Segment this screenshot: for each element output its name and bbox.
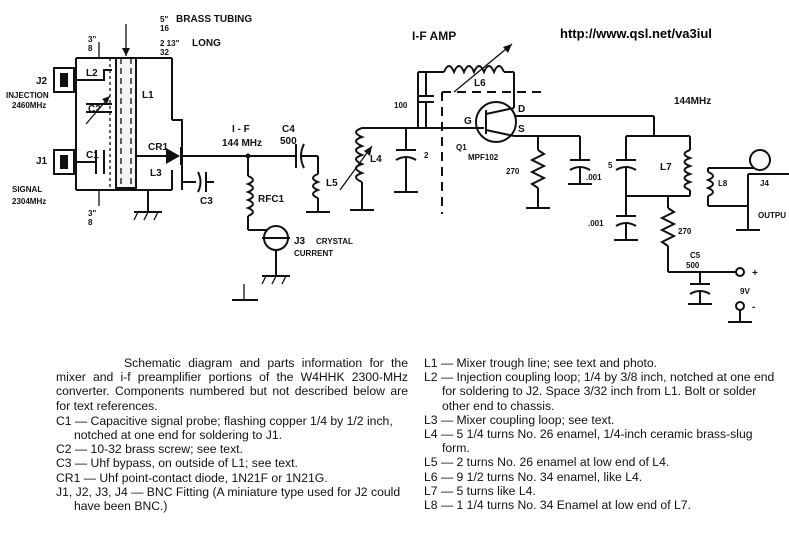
if-amp-title: I-F AMP: [412, 29, 456, 43]
if-mhz-label: 144 MHz: [222, 138, 262, 149]
part-l8: L8 — 1 1/4 turns No. 34 Enamel at low en…: [424, 498, 691, 513]
capacitor-c5: [688, 272, 712, 305]
part-c2: C2 — 10-32 brass screw; see text.: [56, 442, 243, 457]
drain-label: D: [518, 104, 525, 115]
brass-tubing-text: BRASS TUBING: [176, 14, 252, 25]
c3-label: C3: [200, 196, 213, 207]
injection-label: INJECTION: [6, 91, 49, 100]
j3-label: J3: [294, 236, 306, 247]
dim-bottom-label: 3"8: [88, 209, 96, 227]
part-l2: L2 — Injection coupling loop; 1/4 by 3/8…: [424, 370, 775, 413]
rfc1-label: RFC1: [258, 194, 285, 205]
cap-001-source-label: .001: [586, 173, 602, 182]
part-c3: C3 — Uhf bypass, on outside of L1; see t…: [56, 456, 298, 471]
j4-label: J4: [760, 179, 769, 188]
crystal-label: CRYSTAL: [316, 237, 353, 246]
resistor-270-source: [526, 135, 580, 209]
caption-intro: Schematic diagram and parts information …: [56, 356, 408, 413]
mhz-144-label: 144MHz: [674, 96, 711, 107]
brass-tubing-fraction: 5"16: [160, 15, 169, 33]
current-label: CURRENT: [294, 249, 333, 258]
dim-top-label: 3"8: [88, 35, 96, 53]
c4-value-label: 500: [280, 136, 297, 147]
j2-label: J2: [36, 76, 48, 87]
source-label: S: [518, 124, 525, 135]
caption-left-column: Schematic diagram and parts information …: [56, 356, 408, 513]
capacitor-c4: [295, 143, 319, 174]
source-url: http://www.qsl.net/va3iul: [560, 26, 712, 41]
connector-j2: [53, 67, 96, 93]
c2-label: C2: [88, 104, 101, 115]
jack-j3: [232, 225, 290, 301]
r270-drain-label: 270: [678, 227, 692, 236]
plus-label: +: [752, 268, 758, 279]
output-label: OUTPU: [758, 211, 786, 220]
caption-right-column: L1 — Mixer trough line; see text and pho…: [424, 356, 779, 512]
capacitor-c2: [85, 95, 112, 125]
ground-cavity: [133, 190, 162, 221]
l7-label: L7: [660, 162, 672, 173]
part-l4: L4 — 5 1/4 turns No. 26 enamel, 1/4-inch…: [424, 427, 753, 456]
coil-l7: [683, 136, 693, 196]
l8-label: L8: [718, 179, 728, 188]
if-small-label: I - F: [232, 124, 250, 135]
q1-label: Q1: [456, 143, 467, 152]
coil-l5: [306, 173, 330, 213]
j1-label: J1: [36, 156, 48, 167]
cap-100-label: 100: [394, 101, 408, 110]
l4-label: L4: [370, 154, 382, 165]
l6-label: L6: [474, 78, 486, 89]
part-l5: L5 — 2 turns No. 26 enamel at low end of…: [424, 455, 670, 470]
part-c1: C1 — Capacitive signal probe; flashing c…: [56, 413, 393, 443]
signal-label: SIGNAL: [12, 185, 42, 194]
l1-label: L1: [142, 90, 154, 101]
part-l1: L1 — Mixer trough line; see text and pho…: [424, 356, 658, 370]
capacitor-100pf: [418, 72, 434, 128]
coil-l6: [417, 43, 515, 128]
part-l6: L6 — 9 1/2 turns No. 34 enamel, like L4.: [424, 469, 643, 484]
cap-5-label: 5: [608, 161, 613, 170]
l5-label: L5: [326, 178, 338, 189]
c5-label: C5: [690, 251, 701, 260]
c1-label: C1: [86, 150, 99, 161]
injection-freq-label: 2460MHz: [12, 101, 46, 110]
schematic-diagram: 5"16 BRASS TUBING 2 13"32 LONG 3"8 3"8 J…: [6, 14, 789, 323]
supply-terminal-minus: [728, 301, 752, 323]
resistor-270-drain: [659, 196, 745, 277]
capacitor-001-drain: [614, 196, 638, 241]
signal-freq-label: 2304MHz: [12, 197, 46, 206]
connector-j4: [736, 149, 789, 231]
c4-label: C4: [282, 124, 295, 135]
brass-tubing-length: 2 13"32: [160, 39, 180, 57]
brass-tubing-long: LONG: [192, 38, 221, 49]
part-j1-j4: J1, J2, J3, J4 — BNC Fitting (A miniatur…: [56, 484, 401, 514]
l2-label: L2: [86, 68, 98, 79]
l3-label: L3: [150, 168, 162, 179]
r270-source-label: 270: [506, 167, 520, 176]
part-l3: L3 — Mixer coupling loop; see text.: [424, 412, 615, 427]
c5-value-label: 500: [686, 261, 700, 270]
mpf102-label: MPF102: [468, 153, 499, 162]
transistor-q1: [418, 101, 654, 143]
coil-l4: [339, 127, 418, 211]
gate-label: G: [464, 116, 472, 127]
capacitor-001-source: [568, 136, 592, 185]
capacitor-5pf: [615, 136, 690, 197]
choke-rfc1: [245, 156, 270, 231]
trough-line-l1: [109, 57, 137, 189]
cap-2-label: 2: [424, 151, 429, 160]
part-l7: L7 — 5 turns like L4.: [424, 483, 536, 498]
part-cr1: CR1 — Uhf point-contact diode, 1N21F or …: [56, 470, 328, 485]
nine-volt-label: 9V: [740, 287, 750, 296]
cap-001-drain-label: .001: [588, 219, 604, 228]
capacitor-2pf: [394, 128, 418, 193]
capacitor-c3: [182, 171, 214, 193]
cr1-label: CR1: [148, 142, 168, 153]
coil-l8: [705, 167, 760, 207]
connector-j1: [53, 149, 96, 175]
minus-label: -: [752, 302, 755, 313]
